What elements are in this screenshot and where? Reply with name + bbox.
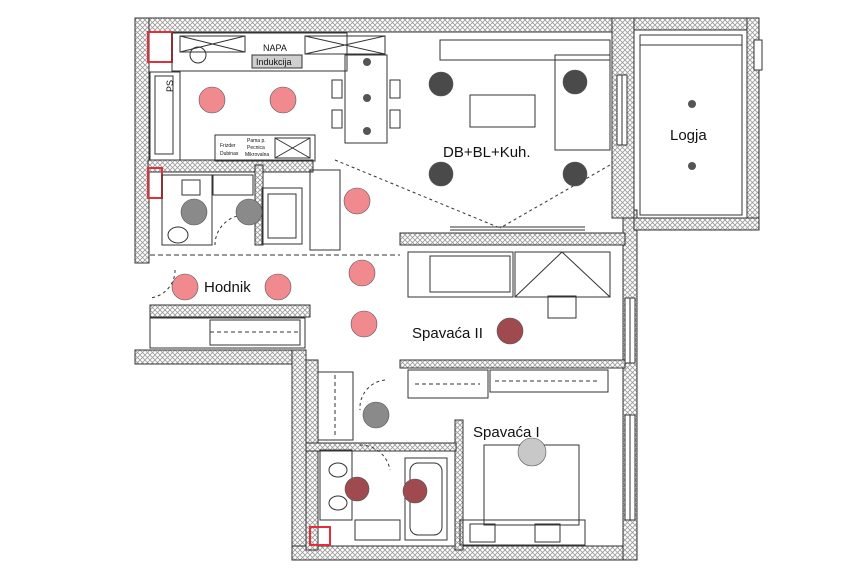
light-point-icon: [363, 58, 371, 66]
light-point-icon: [688, 162, 696, 170]
bedroom2-furniture: [407, 251, 611, 399]
marker-circle: [350, 310, 378, 338]
loggia-label: Logja: [670, 127, 707, 144]
marker-circle: [562, 161, 588, 187]
living-room-label: DB+BL+Kuh.: [443, 144, 531, 161]
light-point-icon: [363, 94, 371, 102]
bedroom2-label: Spavaća II: [412, 325, 483, 342]
dining-set: [331, 54, 401, 144]
markers: [171, 58, 696, 504]
oven-label-line3: Mikrovalna: [245, 152, 269, 158]
marker-circle: [562, 69, 588, 95]
door-swings: [149, 214, 391, 471]
oven-label-line2: Pecnica: [247, 145, 265, 151]
kitchen-counters: [149, 32, 386, 162]
hallway-label: Hodnik: [204, 279, 251, 296]
induction-label: Indukcija: [256, 57, 292, 67]
hood-label: NAPA: [263, 43, 287, 53]
freezer-label-line1: Frizder: [220, 143, 236, 149]
marker-circle: [428, 71, 454, 97]
light-point-icon: [363, 127, 371, 135]
hallway-wardrobe: [149, 254, 400, 349]
marker-circle: [180, 198, 208, 226]
bathroom-top: [161, 174, 303, 246]
marker-circle: [362, 401, 390, 429]
marker-circle: [343, 187, 371, 215]
marker-circle: [496, 317, 524, 345]
loggia-frame: [639, 34, 743, 216]
marker-circle: [348, 259, 376, 287]
ps-label: PS: [165, 80, 175, 92]
marker-circle: [402, 478, 428, 504]
marker-circle: [198, 86, 226, 114]
marker-circle: [428, 161, 454, 187]
freezer-label-line2: Dubinas: [220, 151, 239, 157]
marker-circle: [517, 437, 547, 467]
light-point-icon: [688, 100, 696, 108]
windows: [616, 39, 763, 521]
bathroom-bottom: [317, 371, 448, 541]
marker-circle: [171, 273, 199, 301]
marker-circle: [344, 476, 370, 502]
living-furniture: [309, 39, 611, 251]
marker-circle: [264, 273, 292, 301]
marker-circle: [235, 198, 263, 226]
oven-label-line1: Pama p.: [247, 138, 266, 144]
marker-circle: [269, 86, 297, 114]
bedroom1-label: Spavaća I: [473, 424, 540, 441]
